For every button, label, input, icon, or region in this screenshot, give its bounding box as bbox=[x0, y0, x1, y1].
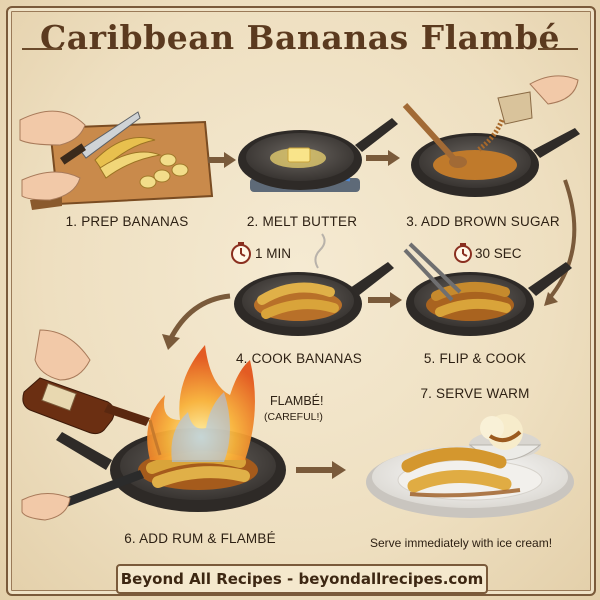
flambe-warning-title: FLAMBÉ! bbox=[270, 394, 324, 408]
step7-plate-illustration bbox=[366, 414, 574, 518]
flambe-warning-sub: (CAREFUL!) bbox=[264, 411, 323, 423]
stopwatch-icon-step4 bbox=[231, 242, 251, 264]
step4-pan-bananas-illustration bbox=[234, 233, 394, 336]
border-frame bbox=[6, 6, 596, 596]
step2-pan-butter-illustration bbox=[238, 118, 398, 192]
page-title: Caribbean Bananas Flambé bbox=[39, 18, 560, 57]
step1-label: 1. PREP BANANAS bbox=[65, 214, 189, 229]
title-rule-right bbox=[538, 48, 578, 50]
step6-flambe-illustration bbox=[21, 329, 286, 521]
title-rule-left bbox=[22, 48, 62, 50]
step3-label: 3. ADD BROWN SUGAR bbox=[406, 214, 560, 229]
step3-pan-sugar-illustration bbox=[402, 75, 580, 197]
arrow-4-6 bbox=[167, 293, 231, 342]
step4-label: 4. COOK BANANAS bbox=[235, 351, 363, 366]
step2-label: 2. MELT BUTTER bbox=[246, 214, 358, 229]
serving-tip: Serve immediately with ice cream! bbox=[370, 536, 553, 550]
step1-cutting-board-illustration bbox=[19, 110, 214, 210]
step5-timer-text: 30 SEC bbox=[475, 246, 522, 261]
arrow-3-5 bbox=[546, 179, 577, 302]
step7-label: 7. SERVE WARM bbox=[420, 386, 530, 401]
step5-label: 5. FLIP & COOK bbox=[423, 351, 527, 366]
footer-banner: Beyond All Recipes - beyondallrecipes.co… bbox=[116, 564, 488, 594]
step4-timer-text: 1 MIN bbox=[255, 246, 292, 261]
step5-pan-flip-illustration bbox=[403, 242, 572, 336]
stopwatch-icon-step5 bbox=[454, 243, 472, 263]
step6-label: 6. ADD RUM & FLAMBÉ bbox=[124, 531, 276, 546]
